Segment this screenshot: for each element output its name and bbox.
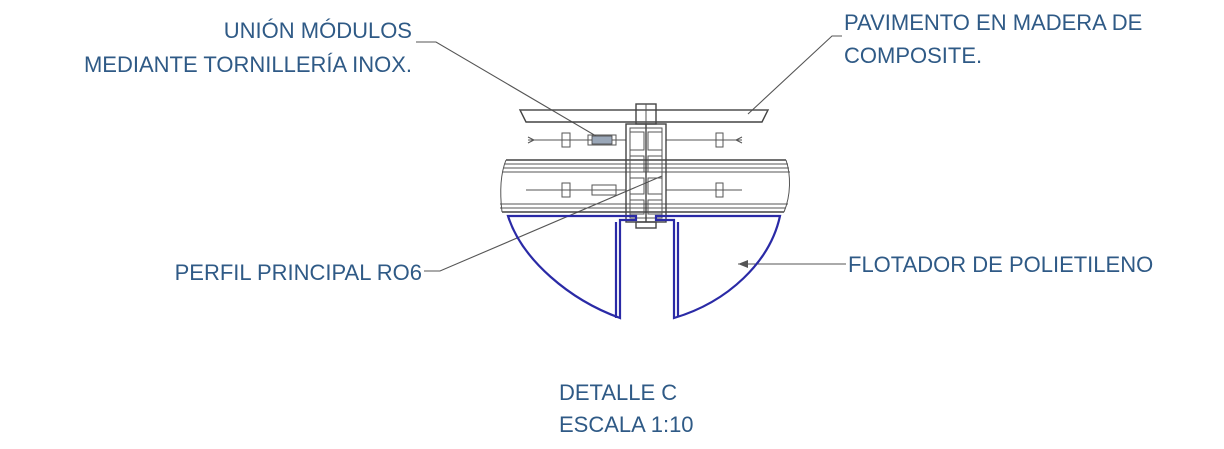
detail-title-line2: ESCALA 1:10 — [559, 412, 694, 437]
pavimento-label-line1: PAVIMENTO EN MADERA DE — [844, 10, 1142, 35]
union-leader — [416, 41, 597, 137]
polyethylene-floats — [506, 214, 782, 320]
main-profile-ro6 — [625, 103, 667, 229]
flotador-label: FLOTADOR DE POLIETILENO — [848, 252, 1153, 277]
frame-beams — [500, 159, 790, 213]
module-bolts — [526, 132, 743, 198]
detail-title-line1: DETALLE C — [559, 380, 677, 405]
union-label-line1: UNIÓN MÓDULOS — [224, 18, 412, 43]
pavimento-leader — [747, 35, 842, 115]
union-label-line2: MEDIANTE TORNILLERÍA INOX. — [84, 52, 412, 77]
composite-decking — [518, 109, 770, 123]
flotador-arrowhead — [738, 260, 748, 268]
left-float — [506, 214, 638, 320]
perfil-label: PERFIL PRINCIPAL RO6 — [175, 260, 422, 285]
leader-lines — [416, 35, 846, 272]
pavimento-label-line2: COMPOSITE. — [844, 43, 982, 68]
right-float — [654, 214, 782, 320]
